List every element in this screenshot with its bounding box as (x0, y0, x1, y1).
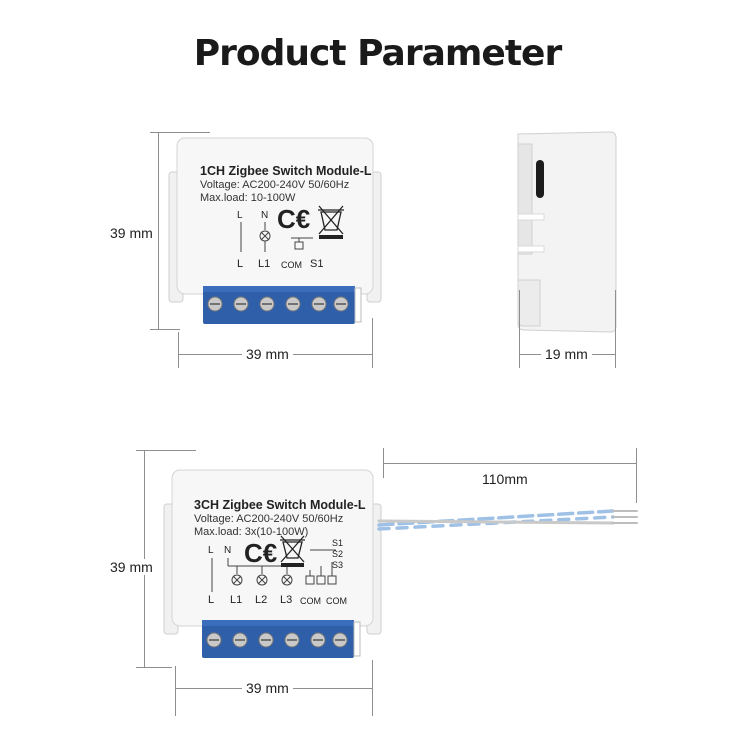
svg-text:C€: C€ (244, 538, 277, 568)
terminal-label-top-n: N (224, 545, 232, 556)
terminal-label-l: L (237, 258, 244, 270)
switch-label-s2: S2 (332, 549, 344, 559)
dim-line-wire-length (383, 463, 636, 464)
dim-1ch-width: 39 mm (242, 346, 293, 362)
terminal-label-top-l: L (208, 545, 214, 556)
dim-3ch-width: 39 mm (242, 680, 293, 696)
switch-label-s1: S1 (332, 538, 344, 548)
terminal-label-top-n: N (261, 210, 269, 221)
terminal-label-com-2: COM (326, 596, 347, 606)
page-title: Product Parameter (193, 33, 562, 74)
dim-line-1ch-height (158, 132, 159, 330)
terminal-label-l3: L3 (280, 594, 293, 606)
terminal-label-com: COM (281, 260, 302, 270)
terminal-label-s1: S1 (310, 258, 324, 270)
dim-3ch-height: 39 mm (106, 559, 157, 575)
module-1ch-name: 1CH Zigbee Switch Module-L (200, 164, 372, 178)
wire-bundle (375, 503, 645, 533)
terminal-label-top-l: L (237, 210, 243, 221)
module-3ch-front: C€ 3CH Zigbee Switch Module-L Voltage: A… (160, 462, 385, 672)
module-side-view (510, 130, 620, 335)
svg-text:C€: C€ (277, 204, 310, 234)
module-1ch-front: C€ 1CH Zigbee Switch Module-L Voltage: A… (165, 130, 385, 340)
module-3ch-name: 3CH Zigbee Switch Module-L (194, 498, 366, 512)
switch-label-s3: S3 (332, 560, 344, 570)
dim-wire-length: 110mm (482, 471, 528, 487)
terminal-label-com-1: COM (300, 596, 321, 606)
terminal-label-l1: L1 (230, 594, 243, 606)
terminal-label-l1: L1 (258, 258, 271, 270)
module-1ch-voltage: Voltage: AC200-240V 50/60Hz (200, 179, 350, 191)
module-3ch-maxload: Max.load: 3x(10-100W) (194, 526, 309, 538)
terminal-label-l: L (208, 594, 215, 606)
module-3ch-voltage: Voltage: AC200-240V 50/60Hz (194, 513, 344, 525)
dim-side-depth: 19 mm (541, 346, 592, 362)
terminal-label-l2: L2 (255, 594, 268, 606)
module-1ch-maxload: Max.load: 10-100W (200, 192, 296, 204)
dim-1ch-height: 39 mm (106, 225, 157, 241)
